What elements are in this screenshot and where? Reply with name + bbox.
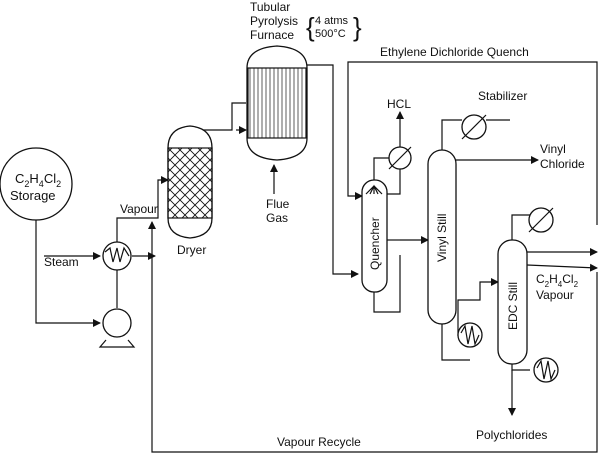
- edc-vapour-label-2: Vapour: [536, 288, 574, 302]
- stabilizer-condenser: [461, 114, 487, 140]
- vinyl-chloride-label-1: Vinyl: [540, 142, 566, 156]
- furnace-brace-right: }: [353, 12, 362, 42]
- vinyl-chloride-label-2: Chloride: [540, 157, 585, 171]
- quench-line-label: Ethylene Dichloride Quench: [380, 45, 529, 59]
- edc-vapour-label: C2H4Cl2: [536, 272, 579, 289]
- quencher-label: Quencher: [368, 217, 382, 270]
- furnace-label-3: Furnace: [250, 28, 294, 42]
- stabilizer-label: Stabilizer: [478, 89, 527, 103]
- edc-still: [497, 239, 528, 365]
- edc-still-label: EDC Still: [506, 282, 520, 330]
- dryer: [167, 125, 213, 239]
- storage-tank: [0, 147, 73, 221]
- storage-label: C2H4Cl2: [15, 171, 61, 189]
- vinyl-still-label: Vinyl Still: [435, 214, 449, 262]
- steam-heater: [102, 241, 132, 271]
- storage-name: Storage: [10, 188, 56, 203]
- furnace-conditions-1: 4 atms: [315, 15, 349, 27]
- vinyl-still-reboiler: [457, 322, 483, 348]
- furnace-label-1: Tubular: [250, 0, 290, 14]
- edc-still-reboiler: [533, 357, 559, 383]
- furnace-brace-left: {: [306, 12, 315, 42]
- pyrolysis-furnace: [246, 45, 308, 161]
- furnace-conditions-2: 500°C: [315, 28, 346, 40]
- vapour-label: Vapour: [120, 202, 158, 216]
- vapour-recycle-label: Vapour Recycle: [277, 435, 361, 449]
- hcl-label: HCL: [387, 97, 411, 111]
- dryer-label: Dryer: [177, 243, 206, 257]
- steam-label: Steam: [44, 255, 79, 269]
- hcl-condenser: [388, 146, 412, 170]
- polychlorides-label: Polychlorides: [476, 428, 547, 442]
- flue-gas-label-1: Flue: [266, 197, 290, 211]
- pump: [98, 308, 136, 348]
- vinyl-still: [427, 149, 457, 325]
- edc-condenser: [528, 207, 554, 233]
- furnace-label-2: Pyrolysis: [250, 14, 298, 28]
- flue-gas-label-2: Gas: [266, 211, 288, 225]
- quencher: [361, 179, 388, 293]
